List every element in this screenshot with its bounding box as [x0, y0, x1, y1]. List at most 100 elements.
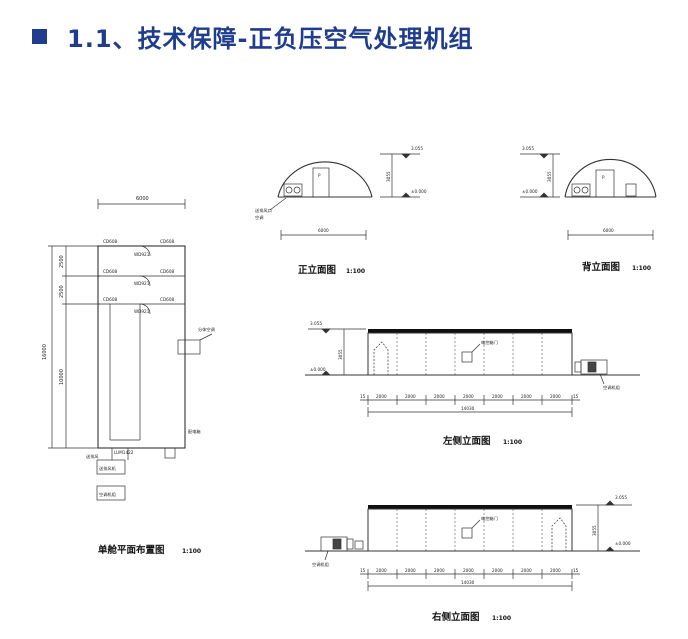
- left-seg-dim-4: 2000: [434, 394, 445, 399]
- plan-door-label-2: CD608: [160, 239, 174, 244]
- back-scale: 1:100: [632, 265, 651, 272]
- slide-title: 1.1、技术保障-正负压空气处理机组: [67, 24, 474, 53]
- plan-unit-label-2: 空调机组: [99, 491, 116, 498]
- plan-seg-dim-1: 2500: [59, 255, 65, 268]
- right-seg-dim-8: 2000: [550, 568, 561, 573]
- left-total-dim: 14030: [461, 406, 475, 411]
- front-scale: 1:100: [346, 268, 365, 275]
- plan-width-dim: 6000: [136, 196, 149, 202]
- right-caption: 右侧立面图: [431, 611, 480, 623]
- front-ac-unit: [283, 183, 303, 197]
- left-door-arch: [373, 341, 389, 375]
- left-elevation: 电控箱门 空调机组 3.055 ±0.000 3055 15 2000 2000…: [305, 321, 640, 417]
- left-roof: [368, 329, 572, 333]
- right-seg-dim-1: 15: [360, 568, 366, 573]
- right-seg-dim-5: 2000: [463, 568, 474, 573]
- back-caption: 背立面图: [582, 261, 620, 273]
- right-seg-dim-4: 2000: [434, 568, 445, 573]
- left-control-panel: [461, 351, 473, 363]
- left-height-dim: 3055: [338, 349, 343, 360]
- plan-window-label-1: WD921: [134, 252, 150, 257]
- right-panel-label: 电控箱门: [481, 515, 498, 522]
- right-elevation: 电控箱门 空调机组 3.055 ±0.000 3055 15 2000 2000…: [305, 495, 640, 591]
- front-unit-label-1: 送排风口: [255, 207, 272, 214]
- back-door-mark: P: [602, 175, 605, 180]
- front-arch: [277, 161, 373, 198]
- front-width-dim: 6000: [318, 228, 329, 233]
- slide-title-bar: 1.1、技术保障-正负压空气处理机组: [32, 18, 473, 54]
- front-elevation: P 送排风口 空调 3.055 ±0.000 3055 6000: [255, 146, 427, 240]
- plan-unit-label-1: 送排风机: [99, 465, 117, 472]
- right-seg-dim-9: 15: [573, 568, 579, 573]
- front-unit-label-2: 空调: [255, 214, 263, 221]
- plan-window-label-2: WD921: [134, 281, 150, 286]
- plan-ac-unit: [96, 485, 126, 501]
- left-body: [367, 332, 573, 376]
- back-door: [595, 169, 615, 198]
- right-ground-level: ±0.000: [615, 541, 631, 546]
- left-ground-level: ±0.000: [310, 367, 326, 372]
- left-panel-label: 电控箱门: [481, 339, 498, 346]
- left-seg-dim-5: 2000: [463, 394, 474, 399]
- right-total-dim: 14030: [461, 580, 475, 585]
- left-seg-dim-3: 2000: [405, 394, 416, 399]
- plan-side-unit: [177, 339, 201, 355]
- plan-left-note: 送排风: [86, 453, 99, 460]
- back-ac-unit: [571, 183, 591, 197]
- plan-side-label: 分体空调: [198, 326, 215, 333]
- left-seg-dim-6: 2000: [492, 394, 503, 399]
- back-height-dim: 3055: [547, 171, 552, 182]
- back-arch: [564, 158, 657, 198]
- plan-length-dim: 16000: [42, 344, 48, 360]
- right-height-dim: 3055: [592, 525, 597, 536]
- left-unit-label: 空调机组: [603, 384, 620, 391]
- right-seg-dim-6: 2000: [492, 568, 503, 573]
- right-seg-dim-2: 2000: [376, 568, 387, 573]
- plan-door-label-5: CD608: [103, 297, 117, 302]
- left-top-level: 3.055: [310, 321, 322, 326]
- plan-fan-unit: [96, 459, 126, 475]
- back-top-level: 3.055: [522, 146, 534, 151]
- right-top-level: 3.055: [615, 495, 627, 500]
- plan-scale: 1:100: [182, 548, 201, 555]
- left-seg-dim-9: 15: [573, 394, 579, 399]
- front-door-mark: P: [318, 173, 321, 178]
- left-scale: 1:100: [503, 439, 522, 446]
- right-body: [367, 508, 573, 552]
- right-seg-dim-7: 2000: [521, 568, 532, 573]
- left-seg-dim-7: 2000: [521, 394, 532, 399]
- plan-door-label-1: CD608: [103, 239, 117, 244]
- plan-door-label-3: CD608: [103, 269, 117, 274]
- left-caption: 左侧立面图: [442, 435, 491, 447]
- right-door-arch: [551, 517, 567, 551]
- left-seg-dim-8: 2000: [550, 394, 561, 399]
- right-control-panel: [461, 527, 473, 539]
- front-caption: 正立面图: [298, 264, 336, 276]
- front-door: [312, 167, 330, 198]
- plan-door-label-6: CD608: [160, 297, 174, 302]
- back-panel: [625, 183, 637, 197]
- plan-corner-label: 配电箱: [188, 428, 201, 435]
- plan-door-label-4: CD608: [160, 269, 174, 274]
- title-bullet-square: [32, 28, 47, 44]
- plan-window-label-3: WD921: [134, 309, 150, 314]
- left-ac-unit: [580, 359, 608, 375]
- plan-caption: 单舱平面布置图: [98, 544, 165, 556]
- plan-corner-box: [164, 447, 176, 459]
- plan-seg-dim-3: 10000: [59, 369, 65, 385]
- floor-plan: 6000 16000 2500 2500 10000 分体空调 配电箱: [42, 196, 215, 501]
- right-scale: 1:100: [492, 615, 511, 622]
- back-width-dim: 6000: [603, 228, 614, 233]
- front-top-level: 3.055: [411, 146, 423, 151]
- plan-bottom-door: LUM1422: [114, 450, 134, 455]
- left-seg-dim-1: 15: [360, 394, 366, 399]
- right-roof: [368, 505, 572, 509]
- right-unit-label: 空调机组: [312, 561, 329, 568]
- left-seg-dim-2: 2000: [376, 394, 387, 399]
- back-ground-level: ±0.000: [522, 189, 538, 194]
- back-elevation: P 3.055 ±0.000 3055 6000: [520, 146, 657, 240]
- front-height-dim: 3055: [386, 171, 391, 182]
- front-ground-level: ±0.000: [411, 189, 427, 194]
- right-seg-dim-3: 2000: [405, 568, 416, 573]
